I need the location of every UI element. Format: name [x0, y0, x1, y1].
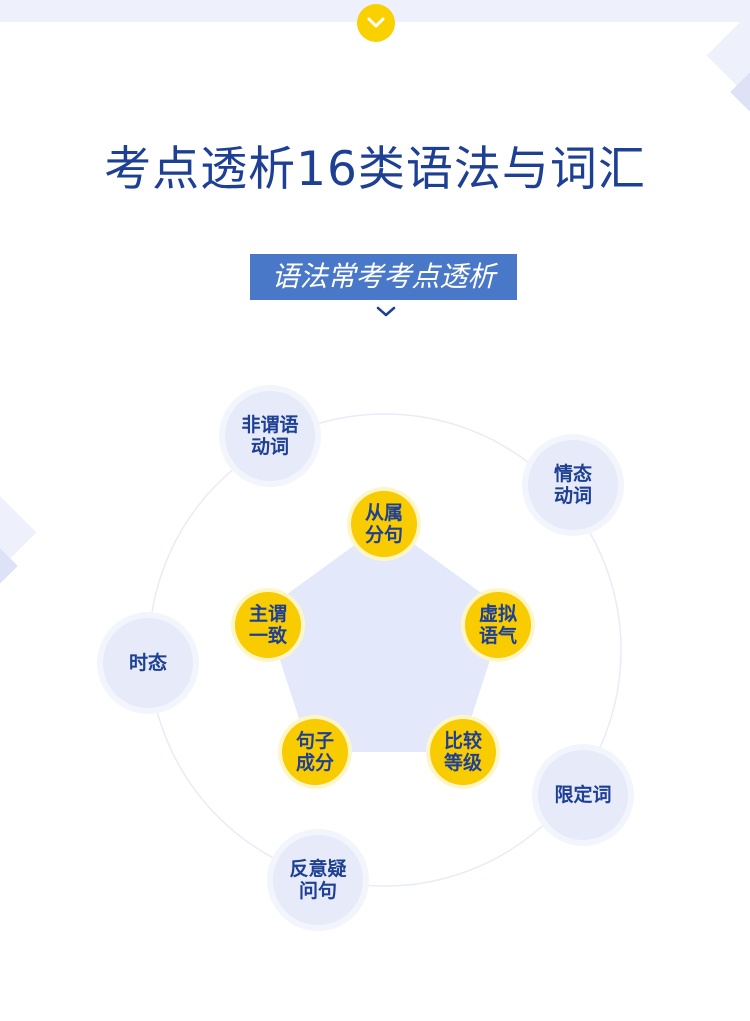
chevron-down-icon — [367, 17, 385, 28]
page-title: 考点透析16类语法与词汇 — [104, 142, 646, 197]
inner-node-comparison[interactable]: 比较 等级 — [430, 719, 496, 785]
outer-node-tense[interactable]: 时态 — [103, 618, 193, 708]
chevron-down-icon — [376, 306, 396, 317]
node-label: 从属 分句 — [364, 502, 403, 546]
inner-node-sentence-elements[interactable]: 句子 成分 — [282, 719, 348, 785]
inner-node-subject-verb-agreement[interactable]: 主谓 一致 — [235, 592, 301, 658]
inner-node-subordinate-clauses[interactable]: 从属 分句 — [351, 491, 417, 557]
node-label: 虚拟 语气 — [478, 603, 517, 647]
outer-node-modal-verbs[interactable]: 情态 动词 — [528, 440, 618, 530]
node-label: 主谓 一致 — [248, 603, 287, 647]
top-badge[interactable] — [357, 4, 395, 42]
node-label: 比较 等级 — [443, 730, 482, 774]
node-label: 句子 成分 — [295, 730, 334, 774]
node-label: 时态 — [128, 652, 167, 674]
section-subtitle: 语法常考考点透析 — [250, 254, 517, 300]
outer-node-non-finite-verbs[interactable]: 非谓语 动词 — [225, 391, 315, 481]
node-label: 反意疑 问句 — [289, 858, 347, 902]
outer-node-determiners[interactable]: 限定词 — [538, 750, 628, 840]
node-label: 情态 动词 — [553, 463, 592, 507]
inner-node-subjunctive-mood[interactable]: 虚拟 语气 — [465, 592, 531, 658]
node-label: 非谓语 动词 — [241, 414, 299, 458]
center-pentagon — [264, 523, 506, 752]
node-label: 限定词 — [554, 784, 612, 806]
outer-node-tag-questions[interactable]: 反意疑 问句 — [273, 835, 363, 925]
